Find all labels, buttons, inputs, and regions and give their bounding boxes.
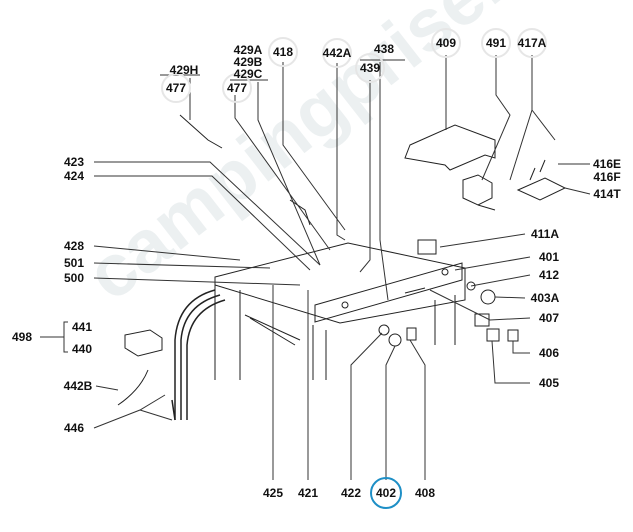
part-label-501[interactable]: 501 <box>63 256 85 270</box>
part-label-417A[interactable]: 417A <box>517 36 547 50</box>
part-label-416E[interactable]: 416E <box>592 157 622 171</box>
part-label-442A[interactable]: 442A <box>322 46 352 60</box>
callout-ring <box>268 37 298 67</box>
callout-ring <box>481 28 511 58</box>
part-label-441[interactable]: 441 <box>71 320 93 334</box>
part-label-401[interactable]: 401 <box>538 250 560 264</box>
part-label-429B[interactable]: 429B <box>233 55 263 69</box>
control-panel <box>314 262 463 323</box>
transformer-491 <box>462 174 496 211</box>
relay-411A <box>417 239 437 255</box>
callout-ring <box>517 28 547 58</box>
part-label-429A[interactable]: 429A <box>233 43 263 57</box>
knobs <box>378 281 519 347</box>
part-label-429C[interactable]: 429C <box>233 67 263 81</box>
part-label-409[interactable]: 409 <box>435 36 457 50</box>
part-label-423[interactable]: 423 <box>63 155 85 169</box>
part-label-428[interactable]: 428 <box>63 239 85 253</box>
part-label-439[interactable]: 439 <box>359 61 381 75</box>
selected-part-ring <box>370 477 402 509</box>
part-label-402[interactable]: 402 <box>375 486 397 500</box>
cabinet-body <box>214 242 466 380</box>
part-label-406[interactable]: 406 <box>538 346 560 360</box>
part-label-425[interactable]: 425 <box>262 486 284 500</box>
part-label-407[interactable]: 407 <box>538 311 560 325</box>
part-label-418[interactable]: 418 <box>272 45 294 59</box>
part-label-403A[interactable]: 403A <box>530 291 560 305</box>
burner-tubes <box>171 289 226 421</box>
part-label-477b[interactable]: 477 <box>226 81 248 95</box>
callout-ring <box>431 28 461 58</box>
cover-409 <box>404 124 496 171</box>
callout-ring <box>161 73 191 103</box>
part-label-440[interactable]: 440 <box>71 342 93 356</box>
part-label-477[interactable]: 477 <box>165 81 187 95</box>
leader-lines <box>40 55 591 480</box>
part-label-421[interactable]: 421 <box>297 486 319 500</box>
part-label-498[interactable]: 498 <box>11 330 33 344</box>
part-label-416F[interactable]: 416F <box>593 170 621 184</box>
part-label-500[interactable]: 500 <box>63 271 85 285</box>
callout-ring <box>222 73 252 103</box>
part-label-438[interactable]: 438 <box>373 42 395 56</box>
part-label-442B[interactable]: 442B <box>63 379 93 393</box>
part-label-414T[interactable]: 414T <box>593 187 621 201</box>
part-label-424[interactable]: 424 <box>63 169 85 183</box>
callout-ring <box>322 38 352 68</box>
part-label-446[interactable]: 446 <box>63 421 85 435</box>
callout-ring <box>355 53 385 83</box>
part-label-408[interactable]: 408 <box>414 486 436 500</box>
part-label-422[interactable]: 422 <box>340 486 362 500</box>
part-label-429H[interactable]: 429H <box>169 63 199 77</box>
block-441-440 <box>124 329 163 357</box>
part-label-405[interactable]: 405 <box>538 376 560 390</box>
part-label-411A[interactable]: 411A <box>530 227 560 241</box>
bracket-414T <box>516 159 567 201</box>
part-label-412[interactable]: 412 <box>538 268 560 282</box>
part-label-491[interactable]: 491 <box>485 36 507 50</box>
